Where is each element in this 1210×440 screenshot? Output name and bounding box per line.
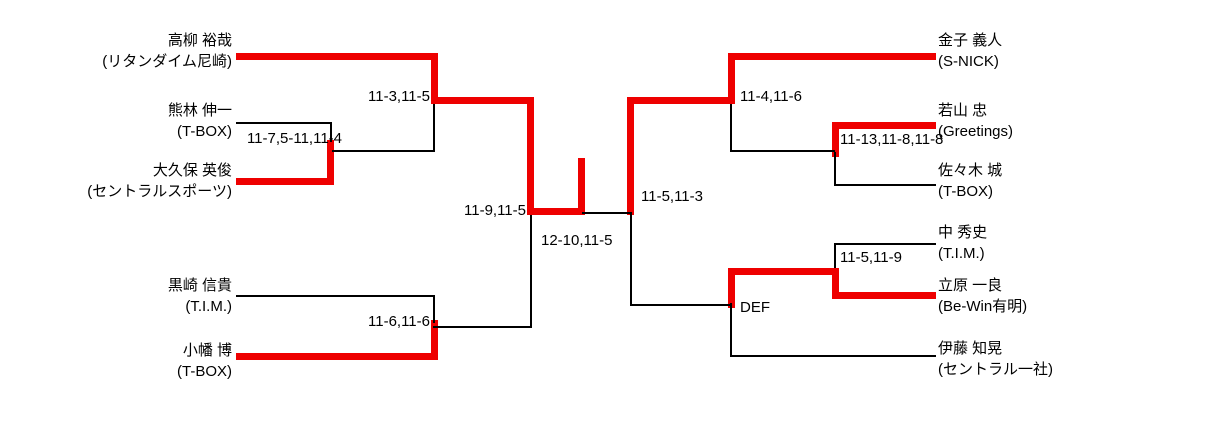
bracket-line-right-r1-top-winner <box>832 122 936 129</box>
bracket-line-left-r1-advance <box>332 150 433 152</box>
player-name: 中 秀史 <box>938 224 988 241</box>
bracket-line-right-semifinal-advance <box>582 212 632 214</box>
score-right-r1-lower: 11-5,11-9 <box>840 249 902 266</box>
player-club: (T-BOX) <box>177 123 232 140</box>
score-right-qf-upper: 11-4,11-6 <box>740 88 802 105</box>
bracket-line-left-semifinal-advance-winner <box>527 208 585 215</box>
bracket-line-left-r1-bottom-winner <box>236 178 334 185</box>
player-label-right-1: 金子 義人 (S-NICK) <box>938 30 1198 72</box>
player-club: (T-BOX) <box>177 363 232 380</box>
bracket-connector-right-semifinal-winner <box>627 97 634 215</box>
player-label-left-3: 大久保 英俊 (セントラルスポーツ) <box>20 160 232 202</box>
score-left-qf-upper: 11-3,11-5 <box>368 88 430 105</box>
player-label-left-4: 黒崎 信貴 (T.I.M.) <box>40 275 232 317</box>
bracket-connector-left-qf-lower <box>433 100 435 152</box>
bracket-connector-right-r2-upper <box>834 243 836 271</box>
player-name: 伊藤 知晃 <box>938 340 1003 357</box>
player-label-left-1: 高柳 裕哉 (リタンダイム尼崎) <box>40 30 232 72</box>
bracket-connector-right-qf2-winner <box>728 268 735 308</box>
bracket-connector-left-r1-upper <box>330 122 332 142</box>
bracket-connector-left-qf2-winner <box>431 320 438 360</box>
score-right-qf-lower: DEF <box>740 299 770 316</box>
player-label-left-2: 熊林 伸一 (T-BOX) <box>40 100 232 142</box>
player-name: 黒崎 信貴 <box>167 277 232 294</box>
bracket-connector-right-qf2-lower <box>730 303 732 357</box>
bracket-line-right-r1-bottom <box>836 184 936 186</box>
player-name: 佐々木 城 <box>938 162 1003 179</box>
player-label-right-2: 若山 忠 (Greetings) <box>938 100 1198 142</box>
bracket-connector-right-qf-lower <box>730 100 732 152</box>
player-club: (リタンダイム尼崎) <box>102 53 232 70</box>
player-name: 熊林 伸一 <box>167 102 232 119</box>
bracket-line-right-r2-bottom-winner <box>832 292 936 299</box>
player-name: 高柳 裕哉 <box>167 32 232 49</box>
bracket-connector-left-qf2-upper <box>433 295 435 323</box>
bracket-line-left-qf2-advance <box>433 326 532 328</box>
bracket-connector-right-r1-lower <box>834 152 836 186</box>
score-right-r1-upper: 11-13,11-8,11-8 <box>840 131 944 148</box>
player-label-right-3: 佐々木 城 (T-BOX) <box>938 160 1198 202</box>
player-club: (T-BOX) <box>938 183 993 200</box>
bracket-connector-right-qf-upper <box>728 53 735 101</box>
player-name: 立原 一良 <box>938 277 1003 294</box>
bracket-connector-left-r1 <box>327 140 334 185</box>
player-club: (Greetings) <box>938 123 1014 140</box>
player-label-right-5: 立原 一良 (Be-Win有明) <box>938 275 1198 317</box>
bracket-connector-left-semifinal-lower <box>530 212 532 328</box>
bracket-line-left-qf2-bottom-winner <box>236 353 438 360</box>
bracket-connector-left-semifinal-winner <box>527 97 534 215</box>
player-club: (S-NICK) <box>938 53 999 70</box>
bracket-line-left-qf2-top <box>236 295 434 297</box>
player-label-right-4: 中 秀史 (T.I.M.) <box>938 222 1198 264</box>
player-name: 金子 義人 <box>938 32 1003 49</box>
score-left-semifinal: 11-9,11-5 <box>464 202 526 219</box>
bracket-connector-right-r1-winner <box>832 122 839 157</box>
score-left-qf-lower: 11-6,11-6 <box>368 313 430 330</box>
score-right-semifinal: 11-5,11-3 <box>641 188 703 205</box>
player-label-right-6: 伊藤 知晃 (セントラル一社) <box>938 338 1198 380</box>
player-club: (T.I.M.) <box>185 298 232 315</box>
bracket-line-right-qf2-advance <box>630 304 732 306</box>
player-name: 大久保 英俊 <box>152 162 232 179</box>
bracket-line-right-qf-advance-winner <box>630 97 735 104</box>
bracket-line-right-r2-top <box>836 243 936 245</box>
bracket-connector-left-qf-upper <box>431 53 438 101</box>
player-name: 若山 忠 <box>938 102 988 119</box>
player-club: (セントラル一社) <box>938 361 1053 378</box>
player-label-left-5: 小幡 博 (T-BOX) <box>40 340 232 382</box>
bracket-line-left-qf-advance-winner <box>431 97 533 104</box>
player-name: 小幡 博 <box>182 342 232 359</box>
bracket-line-right-r2-advance-winner <box>728 268 836 275</box>
player-club: (セントラルスポーツ) <box>87 183 232 200</box>
bracket-line-left-qf-top-winner <box>236 53 438 60</box>
bracket-line-right-r1-advance <box>731 150 835 152</box>
bracket-connector-right-semifinal-lower <box>630 212 632 306</box>
bracket-connector-right-r2-winner <box>832 268 839 299</box>
bracket-line-left-r1-top <box>236 122 332 124</box>
player-club: (Be-Win有明) <box>938 298 1028 315</box>
bracket-line-right-qf-top-winner <box>728 53 936 60</box>
score-final: 12-10,11-5 <box>541 232 613 249</box>
score-left-r1-lower: 11-7,5-11,11-4 <box>246 130 342 147</box>
player-club: (T.I.M.) <box>938 245 985 262</box>
champion-stem <box>578 158 585 215</box>
bracket-line-right-qf2-bottom <box>731 355 936 357</box>
